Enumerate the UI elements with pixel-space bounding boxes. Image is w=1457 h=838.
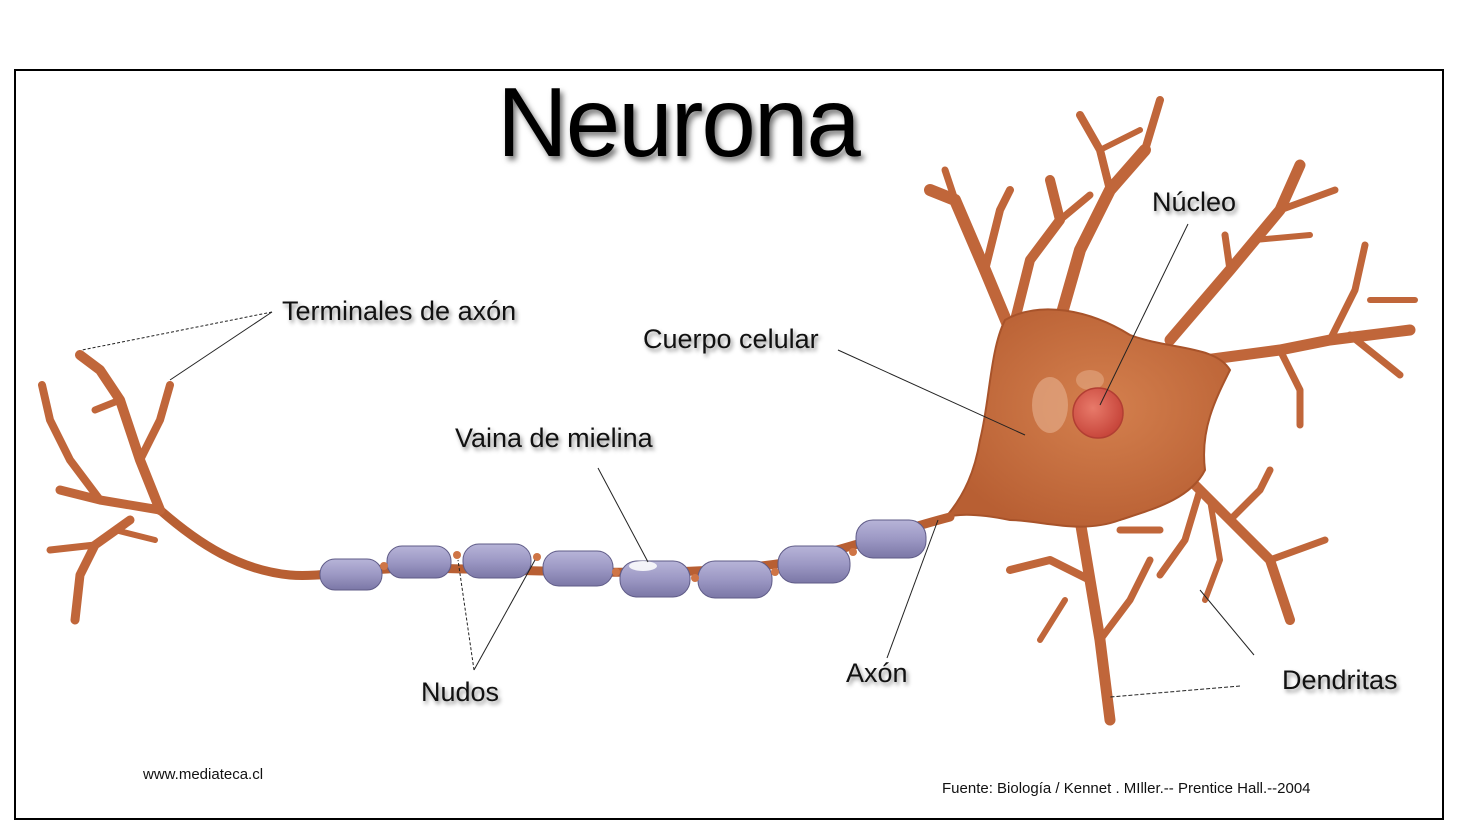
label-dendrites: Dendritas [1282,665,1398,695]
nucleus [1072,387,1124,439]
myelin-sheaths [319,519,927,599]
label-cell-body: Cuerpo celular [643,324,819,354]
label-nodes: Nudos [421,677,500,707]
diagram-frame [14,69,1444,820]
label-nucleus: Núcleo [1152,187,1237,217]
leader-lines [81,223,1255,698]
label-myelin-sheath: Vaina de mielina [455,423,653,453]
page-title: Neurona [497,67,861,177]
label-axon: Axón [846,658,908,688]
nodes-of-ranvier [380,548,857,582]
website-credit: www.mediateca.cl [143,766,264,783]
axon-terminals [38,350,174,625]
label-axon-terminals: Terminales de axón [282,296,517,326]
source-credit: Fuente: Biología / Kennet . MIller.-- Pr… [942,780,1311,797]
dendrites [924,96,1418,726]
